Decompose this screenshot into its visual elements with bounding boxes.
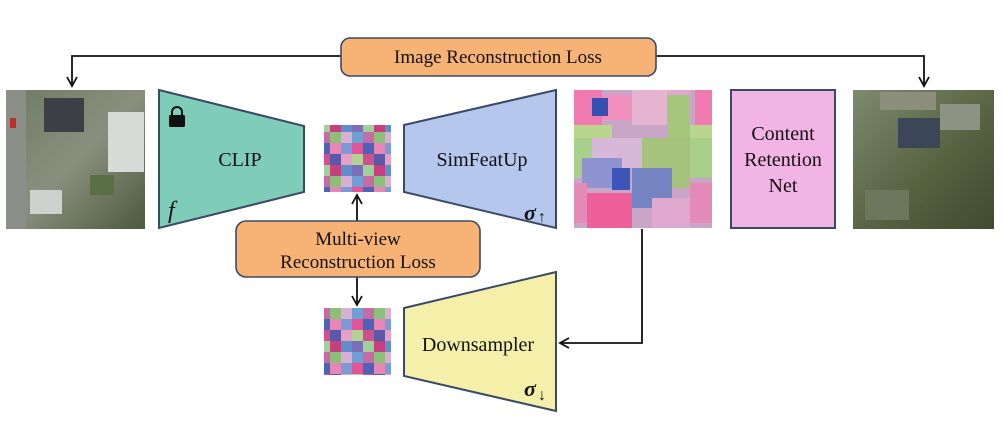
simfeatup-up-arrow: ↑ (538, 209, 546, 226)
reconstructed-image (853, 90, 994, 229)
clip-encoder (158, 88, 305, 230)
multiview-loss-line-1: Multi-view (315, 229, 401, 250)
input-satellite-image (6, 90, 145, 229)
simfeatup-label: SimFeatUp (436, 149, 527, 171)
content-retention-net (730, 89, 836, 229)
feature-to-downsampler-arrow (558, 229, 643, 349)
clip-label: CLIP (218, 149, 261, 171)
multiview-loss-line-2: Reconstruction Loss (280, 252, 436, 273)
multiview-reconstruction-loss-box (235, 220, 481, 278)
lock-icon (169, 106, 185, 127)
content-net-line-3: Net (769, 175, 798, 197)
downsampler (403, 270, 557, 413)
simfeatup-sigma-symbol: σ (524, 200, 537, 225)
image-loss-connector (66, 55, 341, 88)
image-reconstruction-loss-box (340, 37, 657, 77)
downsampled-feature-map (324, 308, 391, 375)
image-loss-connector-right (656, 55, 930, 88)
simfeatup-upsampler (403, 88, 557, 230)
downsampler-down-arrow: ↓ (538, 387, 546, 404)
high-res-feature-map (574, 90, 712, 228)
low-res-feature-map (324, 125, 391, 192)
content-net-line-2: Retention (744, 149, 822, 171)
clip-f-symbol: f (168, 198, 178, 224)
downsampler-label: Downsampler (422, 334, 535, 356)
image-reconstruction-loss-label: Image Reconstruction Loss (394, 47, 602, 68)
downsampler-sigma-symbol: σ (524, 376, 537, 401)
content-net-line-1: Content (751, 123, 815, 145)
